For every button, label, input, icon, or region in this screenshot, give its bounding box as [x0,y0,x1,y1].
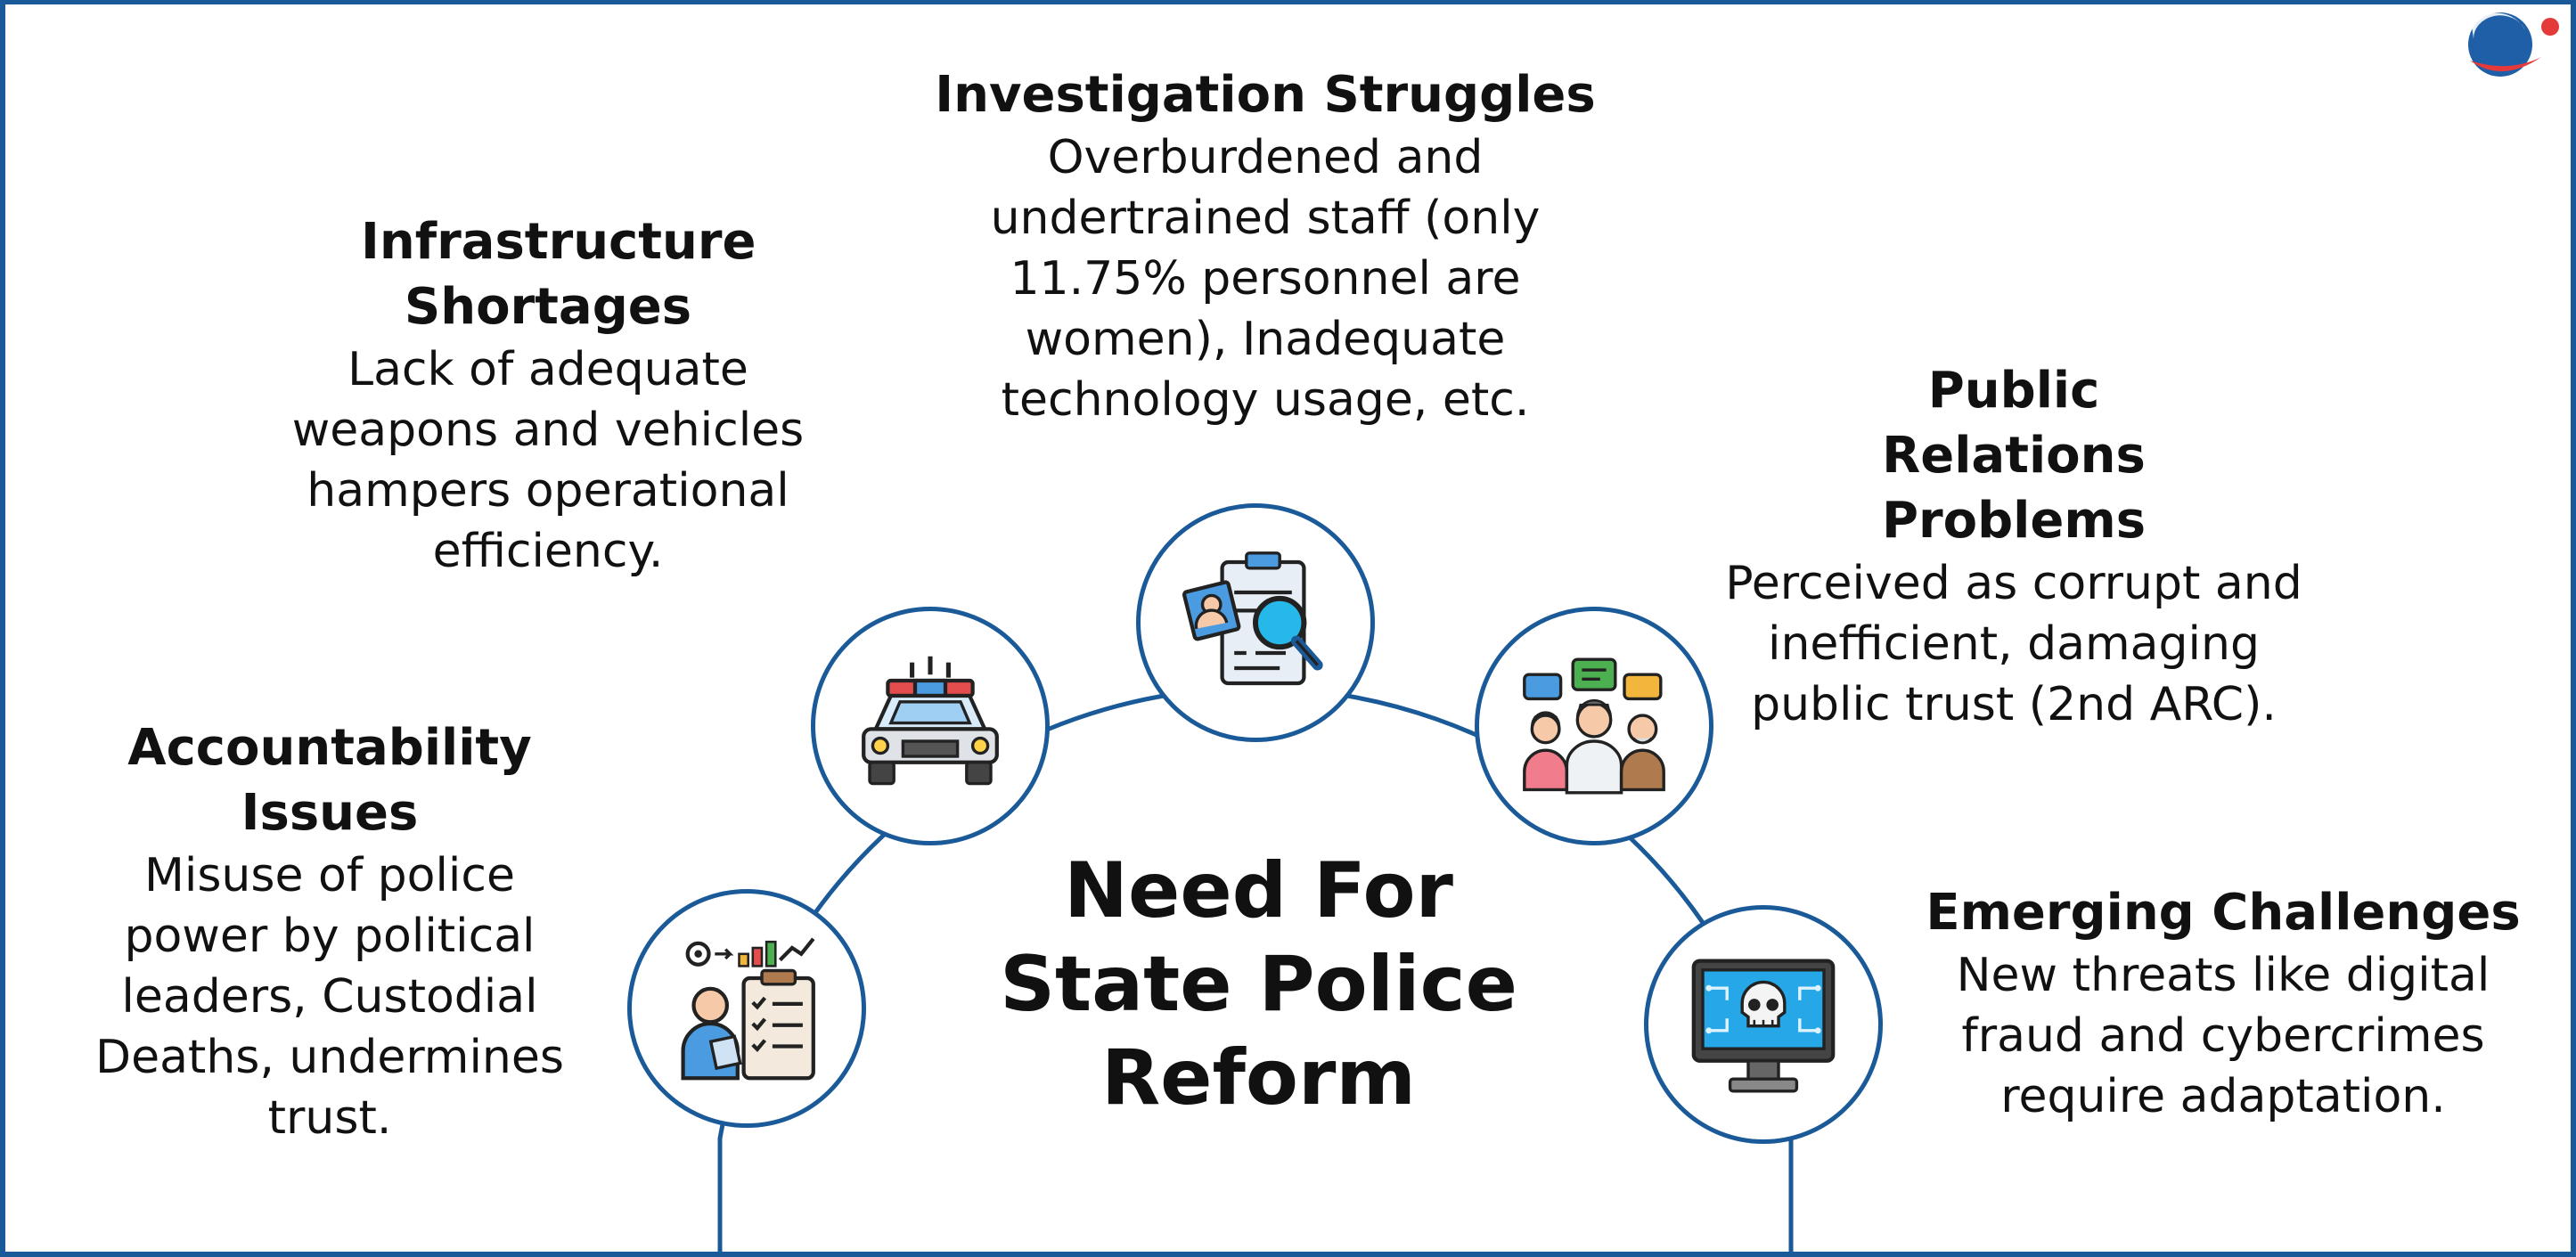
node-block-emerging: Emerging Challenges New threats like dig… [1916,880,2531,1127]
node-text-investigation: Overburdened and undertrained staff (onl… [990,131,1541,427]
police-car-icon [862,656,999,786]
node-block-infrastructure: Infrastructure Shortages Lack of adequat… [254,209,842,582]
node-text-accountability: Misuse of police power by political lead… [95,849,564,1145]
node-text-public-relations: Perceived as corrupt and inefficient, da… [1725,557,2302,731]
node-block-public-relations: Public Relations Problems Perceived as c… [1711,358,2317,735]
node-title-emerging: Emerging Challenges [1926,884,2521,942]
node-title-accountability: Accountability Issues [127,719,532,842]
node-block-investigation: Investigation Struggles Overburdened and… [918,62,1613,430]
clipboard-magnifier-icon [1182,551,1323,686]
cyber-skull-monitor-icon [1691,959,1836,1093]
node-title-investigation: Investigation Struggles [935,66,1596,124]
node-text-infrastructure: Lack of adequate weapons and vehicles ha… [291,343,805,578]
node-circle-investigation [1136,503,1375,742]
people-speech-bubbles-icon [1523,657,1665,795]
center-title: Need For State Police Reform [1000,846,1517,1122]
node-title-infrastructure: Infrastructure Shortages [361,213,756,336]
brand-logo-icon [2468,12,2559,77]
node-title-public-relations: Public Relations Problems [1881,362,2147,550]
node-text-emerging: New threats like digital fraud and cyber… [1956,949,2490,1123]
officer-checklist-icon [681,937,815,1081]
node-circle-accountability [627,889,866,1128]
node-circle-infrastructure [811,607,1050,845]
node-circle-emerging [1644,905,1883,1144]
node-block-accountability: Accountability Issues Misuse of police p… [53,715,606,1148]
node-circle-public-relations [1475,607,1713,845]
